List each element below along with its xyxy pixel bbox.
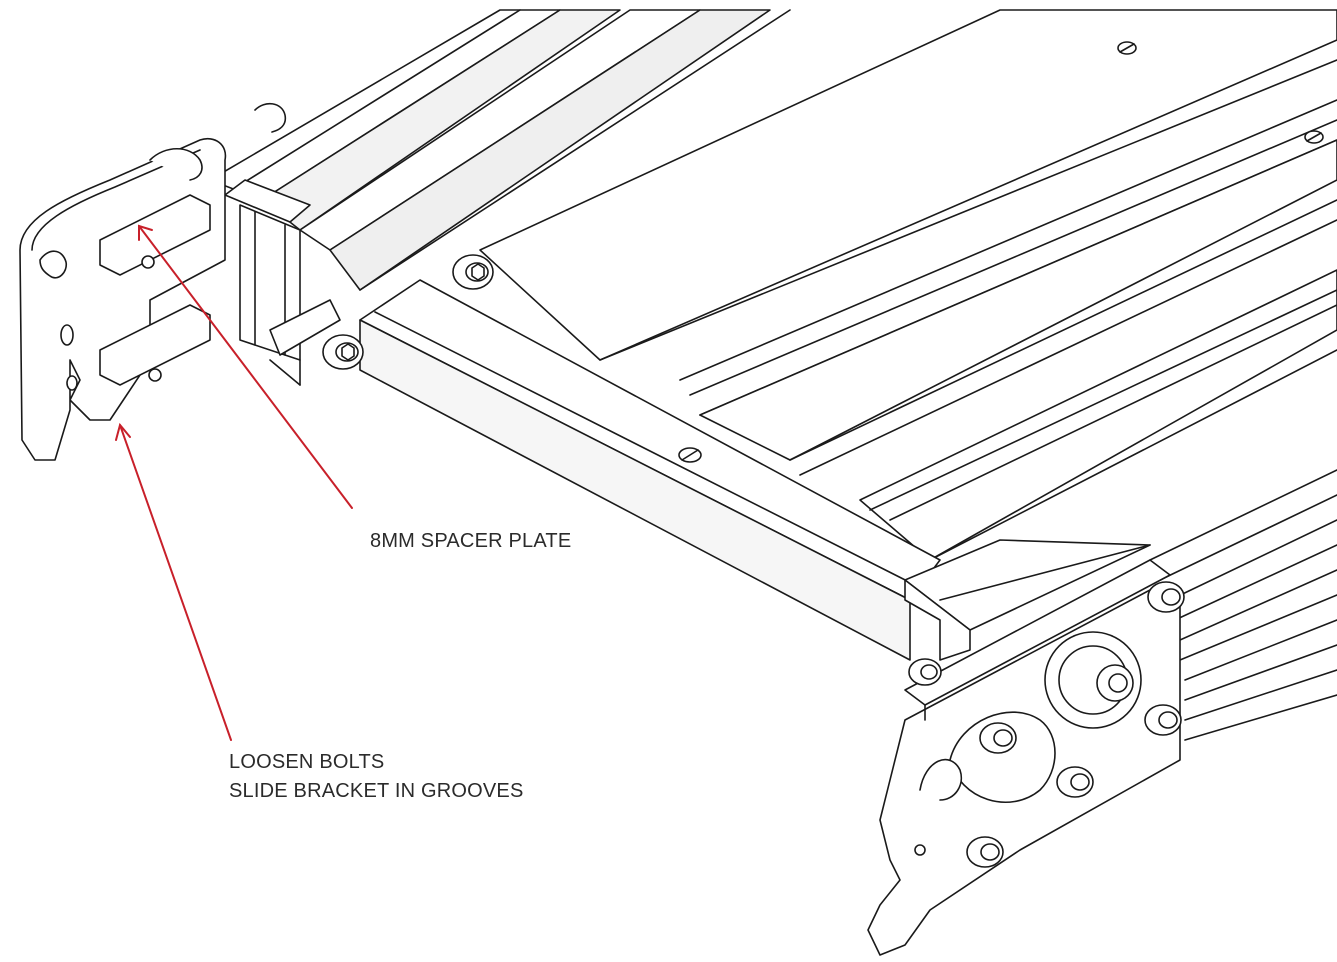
socket-bolt bbox=[1147, 581, 1185, 613]
socket-bolt bbox=[1144, 704, 1182, 736]
right-end-bracket bbox=[867, 559, 1181, 956]
left-end-bracket bbox=[19, 102, 287, 461]
callout-arrow-loosen-bolts bbox=[115, 422, 232, 741]
socket-bolt bbox=[979, 722, 1017, 754]
socket-bolt bbox=[966, 836, 1004, 868]
center-bed-panel bbox=[479, 9, 1337, 741]
socket-bolt bbox=[1056, 766, 1094, 798]
socket-bolt bbox=[452, 254, 494, 290]
socket-bolt bbox=[322, 334, 364, 370]
loosen-bolts-label: LOOSEN BOLTS SLIDE BRACKET IN GROOVES bbox=[229, 748, 524, 806]
callout-arrow-spacer-plate bbox=[138, 224, 353, 509]
socket-bolt bbox=[908, 658, 942, 686]
slide-bracket-line: SLIDE BRACKET IN GROOVES bbox=[229, 780, 524, 802]
loosen-bolts-line: LOOSEN BOLTS bbox=[229, 751, 385, 773]
spacer-plate-label: 8MM SPACER PLATE bbox=[370, 530, 572, 552]
rear-rail-extrusion bbox=[209, 9, 791, 386]
cross-beam bbox=[359, 279, 941, 661]
front-rail-end bbox=[904, 539, 1151, 661]
